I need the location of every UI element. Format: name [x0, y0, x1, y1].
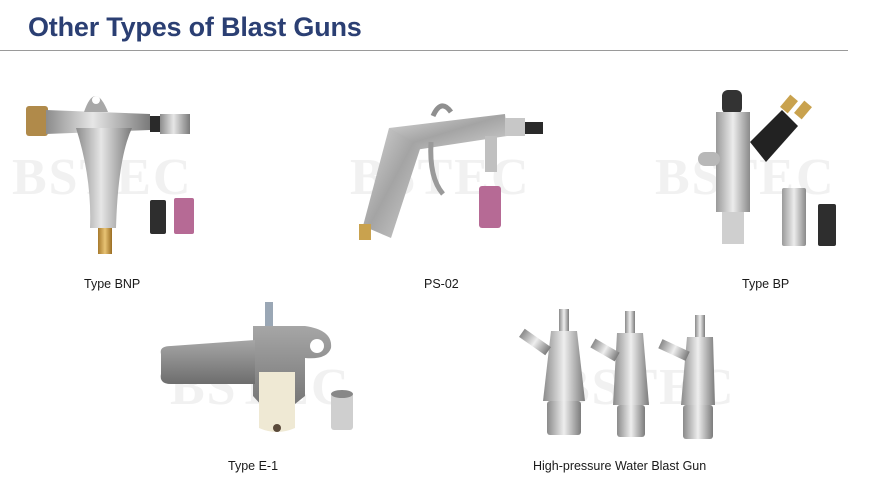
type-e-1-image	[160, 302, 353, 432]
title-divider	[0, 50, 848, 51]
caption-high-pressure-water-blast-gun: High-pressure Water Blast Gun	[533, 459, 707, 473]
product-high-pressure-water-blast-gun[interactable]	[515, 305, 735, 443]
type-bp-image	[698, 90, 836, 246]
high-pressure-water-blast-gun-image	[519, 309, 715, 439]
type-bnp-image	[26, 96, 194, 254]
caption-type-bnp: Type BNP	[84, 277, 141, 291]
caption-type-bp: Type BP	[742, 277, 790, 291]
page-title: Other Types of Blast Guns	[28, 12, 362, 42]
ps-02-image	[359, 103, 543, 240]
caption-ps-02: PS-02	[424, 277, 459, 291]
product-type-e-1[interactable]	[155, 300, 365, 440]
product-ps-02[interactable]	[345, 98, 545, 248]
product-type-bnp[interactable]	[20, 78, 200, 258]
caption-type-e-1: Type E-1	[228, 459, 279, 473]
product-type-bp[interactable]	[690, 82, 840, 252]
